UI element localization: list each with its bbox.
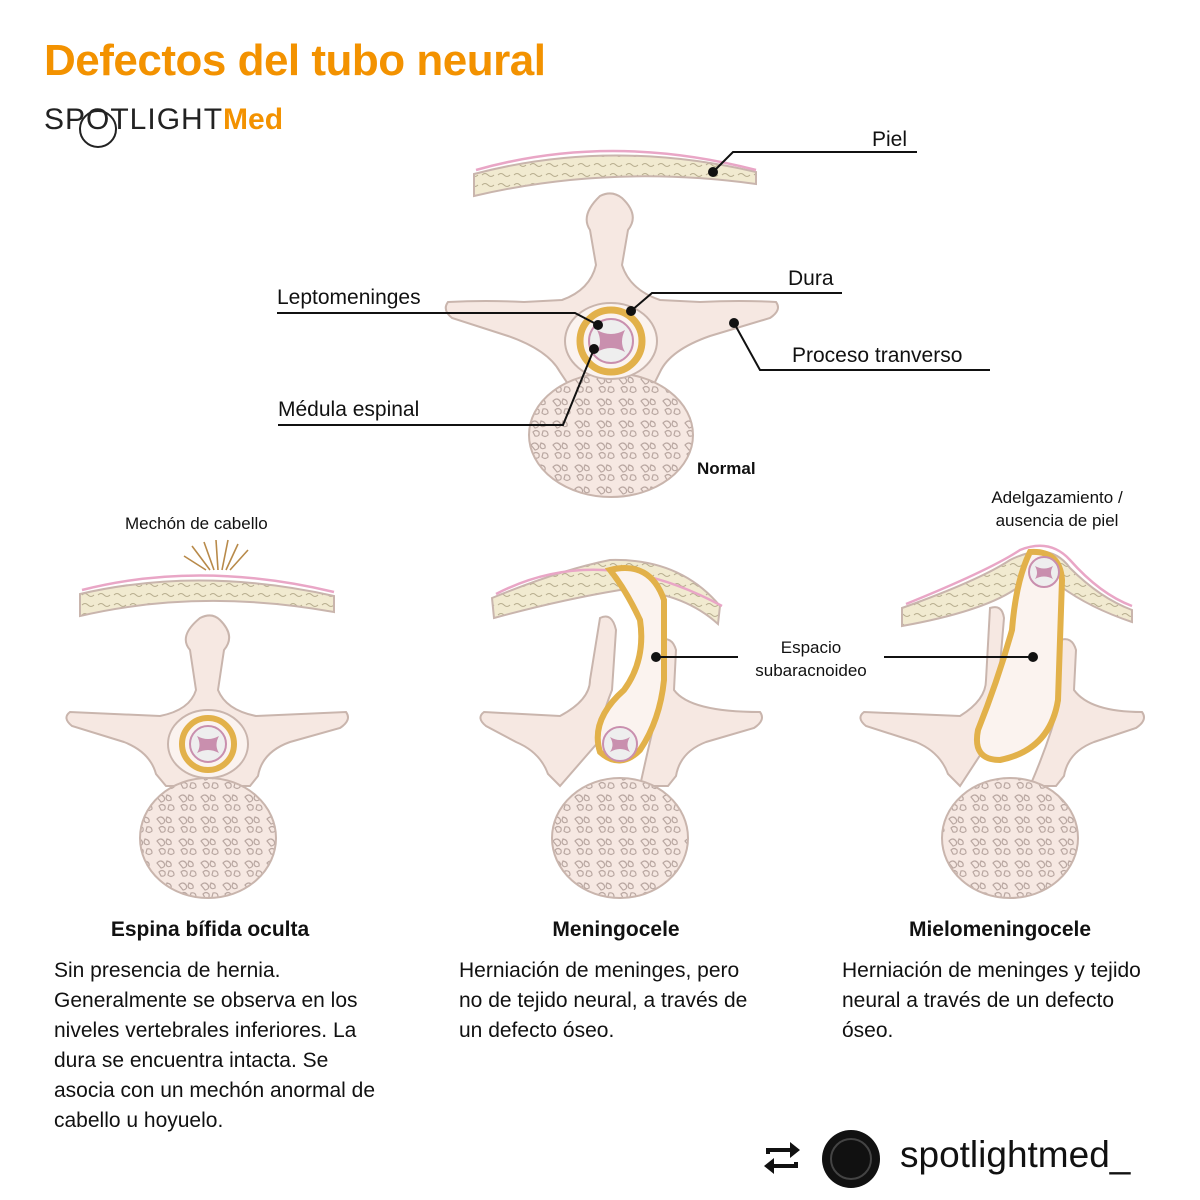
meningocele-vertebra <box>479 558 763 899</box>
mielomeningocele-vertebra <box>859 544 1145 899</box>
label-adelgazamiento-line1: Adelgazamiento / <box>991 488 1123 507</box>
label-espacio-line1: Espacio <box>780 638 842 657</box>
brand-ring-icon <box>79 110 117 148</box>
page-title: Defectos del tubo neural <box>44 36 546 85</box>
label-normal: Normal <box>697 459 756 478</box>
account-handle[interactable]: spotlightmed_ <box>900 1134 1131 1175</box>
label-adelgazamiento-line2: ausencia de piel <box>995 511 1119 530</box>
column-title-espina-bifida: Espina bífida oculta <box>110 918 310 941</box>
label-dura: Dura <box>788 267 834 290</box>
avatar-icon[interactable] <box>822 1130 880 1188</box>
brand-logo: SPOTLIGHTMed <box>44 103 283 137</box>
label-leptomeninges: Leptomeninges <box>277 286 421 309</box>
normal-vertebra <box>444 149 779 498</box>
column-title-mielomeningocele: Mielomeningocele <box>908 918 1092 941</box>
label-espacio-subaracnoideo: Espacio subaracnoideo <box>738 636 884 682</box>
label-espacio-line2: subaracnoideo <box>755 661 867 680</box>
label-proceso-transverso: Proceso tranverso <box>792 344 963 367</box>
column-title-meningocele: Meningocele <box>552 918 680 941</box>
brand-suffix: Med <box>223 103 284 136</box>
repost-icon[interactable] <box>760 1138 804 1178</box>
column-desc-meningocele: Herniación de meninges, pero no de tejid… <box>459 959 748 1042</box>
label-adelgazamiento: Adelgazamiento / ausencia de piel <box>962 486 1152 532</box>
column-desc-mielomeningocele: Herniación de meninges y tejido neural a… <box>842 959 1141 1042</box>
normal-leader-dots <box>589 167 739 354</box>
label-medula-espinal: Médula espinal <box>278 398 420 421</box>
column-desc-espina-bifida: Sin presencia de hernia. Generalmente se… <box>54 959 376 1132</box>
label-piel: Piel <box>872 128 908 151</box>
brand-prefix: SPOTLIGHT <box>44 103 224 136</box>
label-mechon: Mechón de cabello <box>125 514 268 533</box>
normal-leader-lines <box>277 151 990 426</box>
espina-bifida-vertebra <box>65 539 349 899</box>
